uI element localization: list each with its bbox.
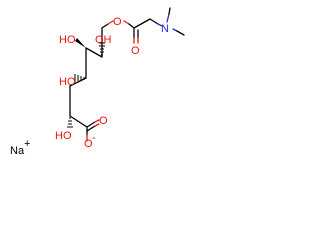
bond-carboxyl-o-double2-black bbox=[86, 125, 96, 132]
hash-bond-c6-ho bbox=[67, 117, 73, 128]
bond-ch2-n-black bbox=[149, 18, 159, 25]
bond-c6-carboxyl bbox=[69, 115, 88, 128]
atom-oh-c2: OH bbox=[95, 34, 112, 46]
atom-carboxyl-oxygen: O bbox=[99, 115, 108, 127]
chemical-structure-drawing: O O N HO OH HO O O - HO Na + bbox=[10, 7, 185, 157]
hash-bond-c4-ho bbox=[74, 74, 85, 82]
bond-carboxyl-o-double-red bbox=[94, 119, 100, 123]
atom-ho-c4: HO bbox=[59, 76, 76, 88]
bond-n-methyl-right-blue bbox=[172, 28, 178, 32]
molecule-canvas: O O N HO OH HO O O - HO Na + bbox=[0, 0, 221, 163]
atom-carbonyl-oxygen: O bbox=[131, 45, 140, 57]
bond-n-methyl-right-black bbox=[176, 30, 185, 36]
atom-carboxylate-oxygen: O bbox=[84, 138, 93, 150]
bond-ch2-n-blue bbox=[157, 23, 163, 27]
atom-sodium: Na bbox=[10, 145, 25, 157]
hash-bond-c2-oh bbox=[99, 42, 105, 56]
bond-carbonyl-ch2 bbox=[133, 18, 151, 29]
bond-carboxyl-o-double-black bbox=[86, 121, 96, 128]
charge-plus: + bbox=[24, 138, 30, 150]
bond-carboxyl-o-double2-red bbox=[94, 123, 100, 127]
bond-c4-c5 bbox=[69, 77, 87, 87]
bond-ester-o-carbon-black bbox=[128, 23, 135, 29]
charge-minus: - bbox=[92, 132, 96, 144]
wedge-bond-c3-ho bbox=[75, 38, 86, 48]
atom-ho-c6: HO bbox=[55, 130, 72, 142]
bond-n-methyl-up-black bbox=[168, 7, 171, 15]
bond-c1-ester-o-black bbox=[101, 23, 109, 29]
atom-nitrogen: N bbox=[161, 23, 169, 35]
bond-n-methyl-up-blue bbox=[166, 13, 170, 23]
bond-c3-c2 bbox=[85, 47, 103, 58]
bond-c1-ester-o-red bbox=[107, 20, 114, 25]
atom-ho-c3: HO bbox=[59, 34, 76, 46]
bond-ester-o-carbon-red bbox=[123, 20, 130, 25]
atom-ester-oxygen: O bbox=[113, 16, 122, 28]
